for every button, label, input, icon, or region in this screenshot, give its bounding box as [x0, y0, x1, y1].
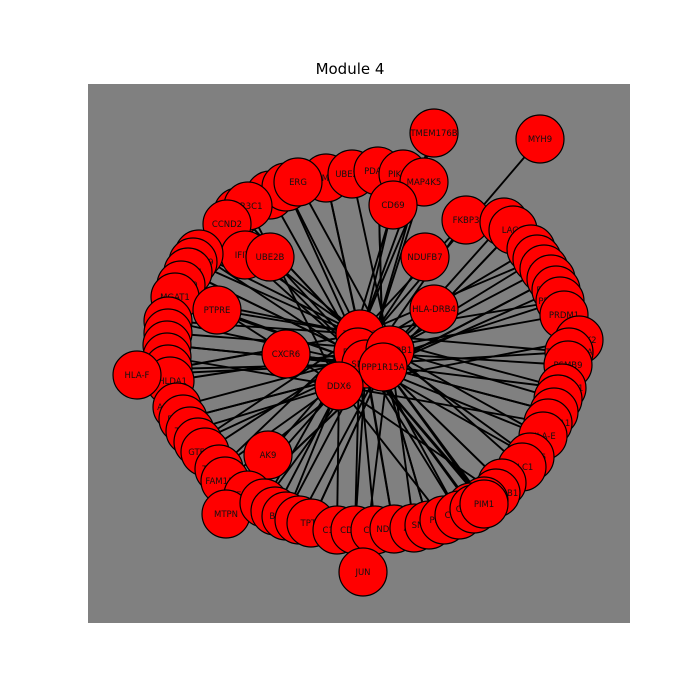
node-label: FAM117A [205, 477, 244, 487]
node-label: HLA-F [125, 371, 150, 381]
node-circle [338, 547, 388, 597]
node-label: PPP1R15A [361, 363, 405, 373]
gene-node: UBE2B [245, 232, 295, 282]
node-circle [459, 479, 509, 529]
node-label: DDX6 [327, 382, 351, 392]
network-graph: TMEM176BMYH9PSMD5UBE2E1PDAP1PIK3R3MAP4K5… [112, 108, 604, 597]
edge [189, 385, 340, 432]
node-label: MAP4K5 [407, 178, 442, 188]
node-circle [273, 157, 323, 207]
node-label: ERG [289, 178, 307, 188]
gene-node: HLA-DRB4 [409, 284, 459, 334]
node-circle [261, 329, 311, 379]
node-label: FKBP3 [453, 216, 480, 226]
node-label: CXCR6 [272, 350, 300, 360]
edge [389, 349, 559, 400]
gene-node: HLA-F [112, 350, 162, 400]
edge [389, 221, 505, 351]
node-label: PIM1 [474, 500, 494, 510]
node-circle [368, 180, 418, 230]
node-label: JUN [354, 568, 370, 578]
gene-node: PIM1 [459, 479, 509, 529]
edge [285, 186, 361, 335]
gene-node: NDUFB7 [400, 232, 450, 282]
edge [382, 366, 555, 413]
node-circle [409, 108, 459, 158]
node-label: PTPRE [204, 306, 231, 316]
gene-node: MYH9 [515, 114, 565, 164]
node-label: GLC1 [511, 463, 534, 473]
edge [197, 333, 361, 443]
gene-node: TMEM176B [409, 108, 459, 158]
gene-node: ERG [273, 157, 323, 207]
gene-node: CXCR6 [261, 329, 311, 379]
gene-node: JUN [338, 547, 388, 597]
node-label: AK9 [260, 451, 277, 461]
node-label: TMEM176B [409, 129, 457, 139]
node-layer: TMEM176BMYH9PSMD5UBE2E1PDAP1PIK3R3MAP4K5… [112, 108, 604, 597]
node-label: NR3C1 [233, 202, 262, 212]
node-circle [515, 114, 565, 164]
node-label: PRDM1 [549, 311, 579, 321]
node-circle [112, 350, 162, 400]
node-circle [409, 284, 459, 334]
node-circle [245, 232, 295, 282]
node-label: MTPN [214, 510, 238, 520]
gene-node: CD69 [368, 180, 418, 230]
node-label: IFIT3 [235, 251, 256, 261]
node-label: MYH9 [528, 135, 552, 145]
gene-node: MTPN [201, 489, 251, 539]
node-label: NDUFB7 [407, 253, 442, 263]
edge [382, 366, 503, 484]
node-label: PSMD5 [311, 174, 341, 184]
edge [338, 385, 549, 424]
node-label: UBE2E1 [335, 170, 369, 180]
node-label: LAG3 [502, 226, 525, 236]
node-circle [314, 361, 364, 411]
node-label: UBE2B [256, 253, 285, 263]
gene-node: AK9 [243, 430, 293, 480]
hub-node: PPP1R15A [358, 342, 408, 392]
hub-node: DDX6 [314, 361, 364, 411]
node-label: PHLDA1 [153, 377, 187, 387]
node-label: PDAP1 [364, 167, 392, 177]
edge [389, 349, 523, 468]
edge [389, 268, 545, 351]
node-circle [358, 342, 408, 392]
node-circle [192, 285, 242, 335]
node-label: HLA-DRB4 [412, 305, 456, 315]
node-label: CCND2 [212, 220, 242, 230]
node-label: TPT1 [300, 519, 322, 529]
edge [338, 385, 445, 521]
edge [354, 363, 367, 531]
gene-node: PTPRE [192, 285, 242, 335]
edge [325, 177, 361, 335]
node-label: CD69 [381, 201, 404, 211]
chart-title: Module 4 [315, 60, 385, 78]
node-circle [400, 232, 450, 282]
